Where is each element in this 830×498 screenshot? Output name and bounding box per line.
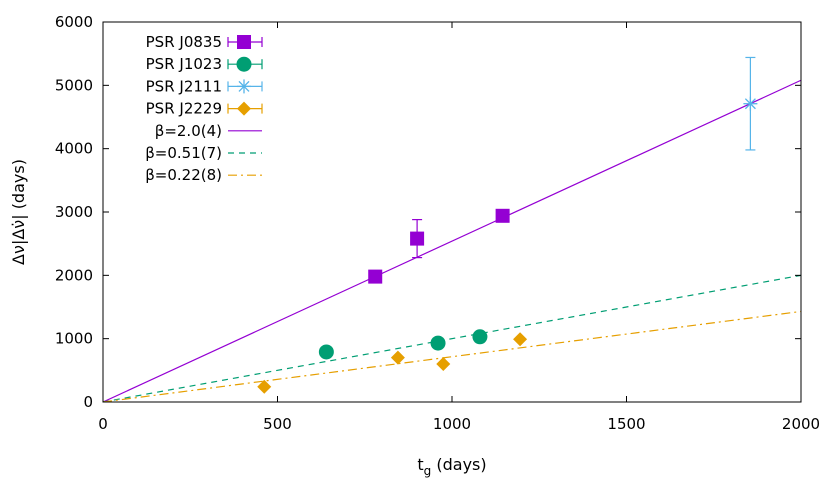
y-axis-label: Δν|Δν̇| (days) — [9, 159, 28, 265]
fit-lines — [103, 79, 801, 402]
legend-entry: PSR J0835 — [146, 33, 263, 51]
square-marker — [237, 35, 251, 49]
square-marker — [495, 208, 510, 223]
x-tick-label: 1500 — [607, 415, 645, 433]
legend-entry: PSR J2111 — [146, 77, 263, 95]
legend-entry: β=2.0(4) — [155, 122, 262, 140]
x-tick-label: 500 — [263, 415, 292, 433]
data-point — [495, 208, 510, 223]
data-point — [743, 56, 758, 151]
circle-marker — [236, 56, 252, 72]
y-tick-label: 2000 — [55, 266, 93, 284]
data-points — [257, 56, 758, 394]
legend-label: β=2.0(4) — [155, 122, 222, 140]
circle-marker — [430, 335, 446, 351]
square-marker — [410, 231, 425, 246]
fit-line — [103, 79, 801, 402]
data-point — [513, 332, 528, 347]
legend-entry: β=0.22(8) — [145, 166, 262, 184]
data-point — [390, 350, 405, 365]
fit-line — [103, 310, 801, 402]
x-tick-label: 0 — [98, 415, 108, 433]
y-tick-label: 1000 — [55, 330, 93, 348]
legend-label: PSR J0835 — [146, 33, 222, 51]
legend-label: β=0.51(7) — [145, 144, 222, 162]
x-tick-label: 2000 — [782, 415, 820, 433]
data-point — [257, 379, 272, 394]
data-point — [430, 335, 446, 351]
y-tick-label: 6000 — [55, 13, 93, 31]
data-point — [436, 357, 451, 371]
star-marker — [237, 79, 251, 94]
y-tick-label: 0 — [83, 393, 93, 411]
diamond-marker — [257, 379, 272, 394]
y-tick-label: 5000 — [55, 76, 93, 94]
circle-marker — [472, 329, 488, 345]
legend-entry: β=0.51(7) — [145, 144, 262, 162]
diamond-marker — [390, 350, 405, 365]
legend-label: β=0.22(8) — [145, 166, 222, 184]
fit-line — [103, 274, 801, 402]
data-point — [368, 269, 383, 284]
x-axis-label: tg (days) — [417, 455, 486, 478]
x-tick-label: 1000 — [433, 415, 471, 433]
square-marker — [368, 269, 383, 284]
y-tick-label: 4000 — [55, 140, 93, 158]
legend-entry: PSR J2229 — [146, 100, 263, 118]
data-point — [318, 344, 334, 360]
y-tick-label: 3000 — [55, 203, 93, 221]
diamond-marker — [436, 357, 451, 371]
circle-marker — [318, 344, 334, 360]
data-point — [472, 329, 488, 345]
diamond-marker — [513, 332, 528, 347]
diamond-marker — [237, 101, 251, 116]
legend-entry: PSR J1023 — [146, 55, 263, 73]
data-point — [410, 219, 425, 259]
legend-label: PSR J1023 — [146, 55, 222, 73]
axis-ticks: 0 500 1000 1500 2000 0 1000 2000 3000 4000 5000 600… — [55, 13, 820, 433]
star-marker — [743, 96, 758, 111]
legend-label: PSR J2111 — [146, 77, 222, 95]
legend-label: PSR J2229 — [146, 100, 222, 118]
